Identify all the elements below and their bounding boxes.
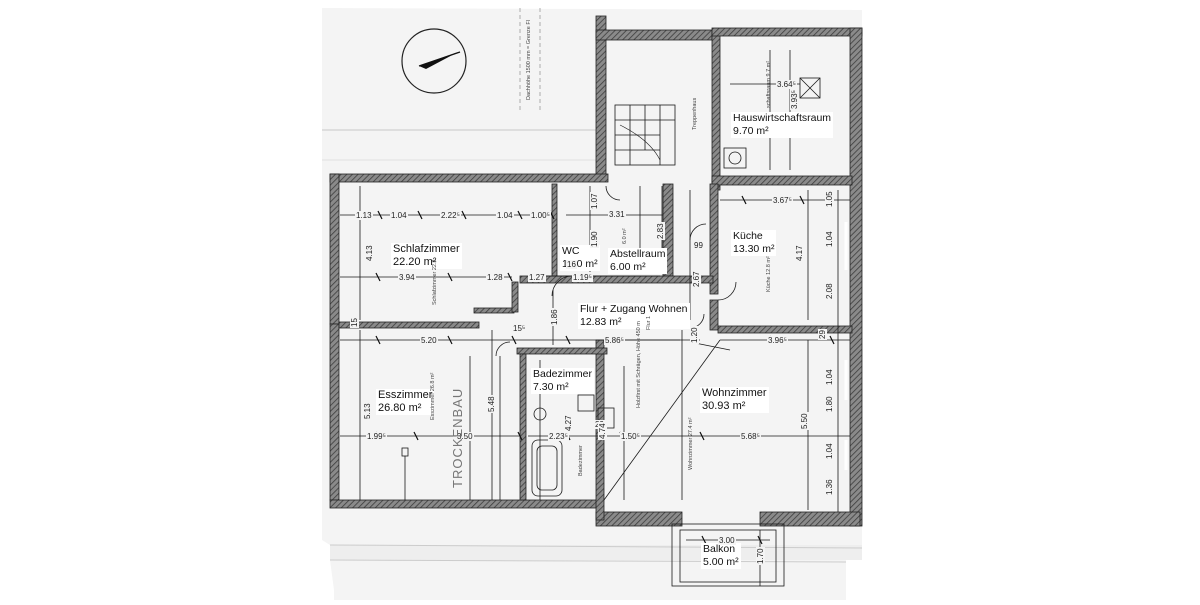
dimension-label: 2.83 bbox=[656, 222, 665, 240]
room-kueche: Küche 13.30 m² bbox=[731, 230, 777, 256]
room-name: Schlafzimmer bbox=[393, 243, 460, 255]
room-area: 9.70 m² bbox=[733, 125, 769, 137]
annotation-holz: Holzfirst mit Schrägen, Höhe 450 m bbox=[636, 321, 642, 408]
room-name: Hauswirtschaftsraum bbox=[733, 112, 832, 124]
dimension-label: 5.50 bbox=[800, 412, 809, 430]
annotation-esszimmer: Esszimmer 26.8 m² bbox=[430, 372, 436, 420]
dimension-label: 5.86⁵ bbox=[604, 336, 625, 345]
room-hauswirtschaftsraum: Hauswirtschaftsraum 9.70 m² bbox=[731, 112, 834, 138]
dimension-label: 3.94 bbox=[398, 273, 416, 282]
dimension-label: 2.08 bbox=[825, 282, 834, 300]
room-badezimmer: Badezimmer 7.30 m² bbox=[531, 368, 594, 394]
room-name: Badezimmer bbox=[533, 368, 592, 380]
dimension-label: 1.05 bbox=[825, 190, 834, 208]
dimension-label: 3.67⁵ bbox=[772, 196, 793, 205]
room-area: 6.00 m² bbox=[610, 261, 646, 273]
dimension-label: 1.99⁵ bbox=[366, 432, 387, 441]
room-area: 7.30 m² bbox=[533, 381, 569, 393]
dimension-label: 16 bbox=[566, 260, 577, 269]
dimension-label: 1.50⁵ bbox=[620, 432, 641, 441]
dimension-label: 5.13 bbox=[363, 402, 372, 420]
dimension-label: 29 bbox=[818, 329, 827, 340]
room-name: Wohnzimmer bbox=[702, 387, 767, 399]
dimension-label: 99 bbox=[693, 241, 704, 250]
room-name: WC bbox=[562, 245, 580, 257]
dimension-label: 1.70 bbox=[756, 547, 765, 565]
room-area: 26.80 m² bbox=[378, 402, 422, 414]
annotation-badezimmer: Badezimmer bbox=[578, 445, 584, 476]
room-name: Balkon bbox=[703, 543, 736, 555]
dimension-label: 1.07 bbox=[590, 192, 599, 210]
annotation-kueche: Küche 12.8 m² bbox=[766, 256, 772, 292]
room-abstellraum: Abstellraum 6.00 m² bbox=[608, 248, 668, 274]
dimension-label: 2.67 bbox=[692, 270, 701, 288]
dimension-label: 1.20 bbox=[690, 326, 699, 344]
dimension-label: 3.31 bbox=[608, 210, 626, 219]
dimension-label: 1.86 bbox=[550, 308, 559, 326]
dimension-label: 2.23⁵ bbox=[548, 432, 569, 441]
room-esszimmer: Esszimmer 26.80 m² bbox=[376, 389, 435, 415]
room-area: 13.30 m² bbox=[733, 243, 775, 255]
dimension-label: 1.00⁵ bbox=[530, 211, 551, 220]
room-schlafzimmer: Schlafzimmer 22.20 m² bbox=[391, 243, 462, 269]
dimension-label: 1.19⁵ bbox=[572, 273, 593, 282]
room-balkon: Balkon 5.00 m² bbox=[701, 543, 741, 569]
dimension-label: 1.04 bbox=[496, 211, 514, 220]
room-name: Flur + Zugang Wohnen bbox=[580, 303, 688, 315]
dimension-label: 4.74 bbox=[598, 422, 607, 440]
dimension-label: 5.20 bbox=[420, 336, 438, 345]
annotation-schlafzimmer: Schlafzimmer 22.2 bbox=[432, 259, 438, 305]
dimension-label: 3.64⁵ bbox=[776, 80, 797, 89]
room-name: Esszimmer bbox=[378, 389, 433, 401]
room-area: 12.83 m² bbox=[580, 316, 622, 328]
dimension-label: 1.28 bbox=[486, 273, 504, 282]
room-name: Küche bbox=[733, 230, 763, 242]
room-area: 30.93 m² bbox=[702, 400, 746, 412]
room-area: 5.00 m² bbox=[703, 556, 739, 568]
dimension-label: 1.04 bbox=[390, 211, 408, 220]
dimension-label: 5.68⁵ bbox=[740, 432, 761, 441]
annotation-roof: Dachhöhe 1500 mm = Grenze Fl bbox=[526, 20, 532, 100]
annotation-staircase: Treppenhaus bbox=[692, 97, 698, 130]
dimension-label: 1.13 bbox=[355, 211, 373, 220]
dimension-label: 15⁵ bbox=[512, 324, 527, 333]
dimension-label: 1.04 bbox=[825, 368, 834, 386]
dimension-label: 3.93⁵ bbox=[790, 89, 799, 110]
room-area: 22.20 m² bbox=[393, 256, 437, 268]
annotation-wohnzimmer: Wohnzimmer 27.4 m² bbox=[688, 417, 694, 470]
room-wohnzimmer: Wohnzimmer 30.93 m² bbox=[700, 387, 769, 413]
dimension-label: 3.96⁵ bbox=[767, 336, 788, 345]
dimension-label: 2.22⁵ bbox=[440, 211, 461, 220]
annotation-trockenbau: TROCKENBAU bbox=[450, 387, 465, 488]
compass bbox=[401, 28, 467, 94]
dimension-label: 1.04 bbox=[825, 442, 834, 460]
dimension-label: 3.00 bbox=[718, 536, 736, 545]
annotation-flur: Flur 1 bbox=[646, 315, 652, 330]
room-name: Abstellraum bbox=[610, 248, 666, 260]
dimension-label: 1.27 bbox=[528, 273, 546, 282]
room-flur: Flur + Zugang Wohnen 12.83 m² bbox=[578, 303, 690, 329]
dimension-label: 5.48 bbox=[487, 395, 496, 413]
dimension-label: 4.27 bbox=[564, 414, 573, 432]
dimension-label: 4.17 bbox=[795, 244, 804, 262]
dimension-label: 1.80 bbox=[825, 395, 834, 413]
dimension-label: 1.36 bbox=[825, 478, 834, 496]
dimension-label: 1.04 bbox=[825, 230, 834, 248]
dimension-label: 3.50 bbox=[456, 432, 474, 441]
annotation-hauswirtschaft: schaftsraum 9.7 m² bbox=[766, 60, 772, 108]
dimension-label: 1.90 bbox=[590, 230, 599, 248]
dimension-label: 15 bbox=[350, 317, 359, 328]
annotation-abstellraum: 6.0 m² bbox=[622, 228, 628, 244]
dimension-label: 4.13 bbox=[365, 244, 374, 262]
